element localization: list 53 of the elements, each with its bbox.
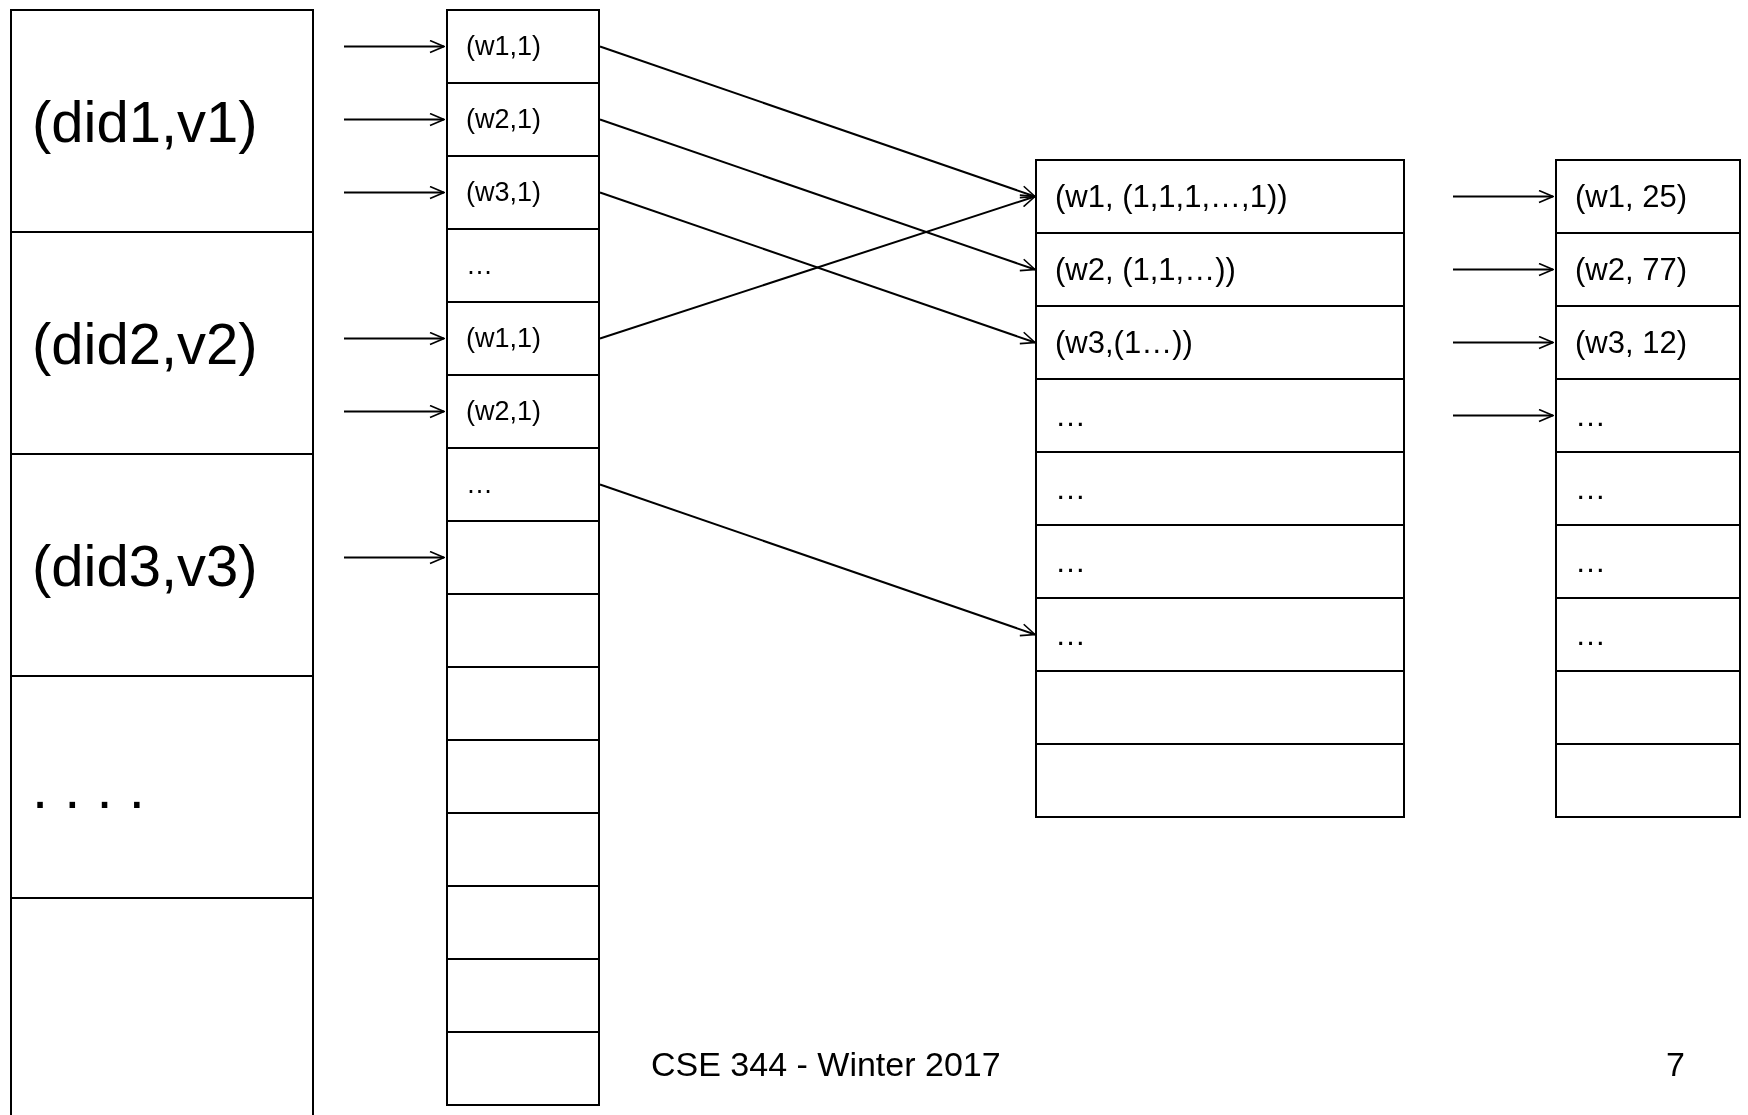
record-cell (446, 666, 600, 741)
record-cell (1035, 670, 1405, 745)
record-cell (446, 885, 600, 960)
page-number: 7 (1666, 1045, 1685, 1084)
arrow (599, 483, 1036, 637)
record-cell (1035, 743, 1405, 818)
record-cell: … (1035, 451, 1405, 526)
arrow (343, 112, 445, 127)
arrow (343, 331, 445, 346)
record-cell (1555, 743, 1741, 818)
record-cell: … (1555, 378, 1741, 453)
arrow (599, 118, 1036, 272)
record-cell: (w3,1) (446, 155, 600, 230)
record-cell: (did2,v2) (10, 231, 314, 455)
record-cell: (w2,1) (446, 374, 600, 449)
record-cell: … (1035, 378, 1405, 453)
arrow (343, 404, 445, 419)
record-cell: (w2,1) (446, 82, 600, 157)
record-cell: (w3, 12) (1555, 305, 1741, 380)
arrow (343, 185, 445, 200)
record-cell (446, 958, 600, 1033)
footer-text: CSE 344 - Winter 2017 (651, 1045, 1001, 1084)
record-cell: … (1035, 524, 1405, 599)
arrow (1452, 335, 1554, 350)
record-cell: (w2, (1,1,…)) (1035, 232, 1405, 307)
record-cell: … (1555, 597, 1741, 672)
record-cell: (w1,1) (446, 9, 600, 84)
arrow (343, 39, 445, 54)
record-cell: … (446, 447, 600, 522)
arrow (1452, 262, 1554, 277)
record-cell (446, 739, 600, 814)
record-cell (446, 520, 600, 595)
arrow (599, 45, 1036, 199)
record-cell (446, 593, 600, 668)
record-cell: (w3,(1…)) (1035, 305, 1405, 380)
record-cell: (did1,v1) (10, 9, 314, 233)
record-cell: (w1, 25) (1555, 159, 1741, 234)
record-cell (10, 897, 314, 1115)
record-cell: (w1, (1,1,1,…,1)) (1035, 159, 1405, 234)
record-cell: (w2, 77) (1555, 232, 1741, 307)
arrow (1452, 408, 1554, 423)
record-cell: … (1555, 524, 1741, 599)
record-cell: . . . . (10, 675, 314, 899)
record-cell: (did3,v3) (10, 453, 314, 677)
record-cell: … (1555, 451, 1741, 526)
record-cell: … (446, 228, 600, 303)
record-cell (446, 812, 600, 887)
arrow (343, 550, 445, 565)
arrow (1452, 189, 1554, 204)
record-cell (1555, 670, 1741, 745)
record-cell: … (1035, 597, 1405, 672)
record-cell: (w1,1) (446, 301, 600, 376)
record-cell (446, 1031, 600, 1106)
